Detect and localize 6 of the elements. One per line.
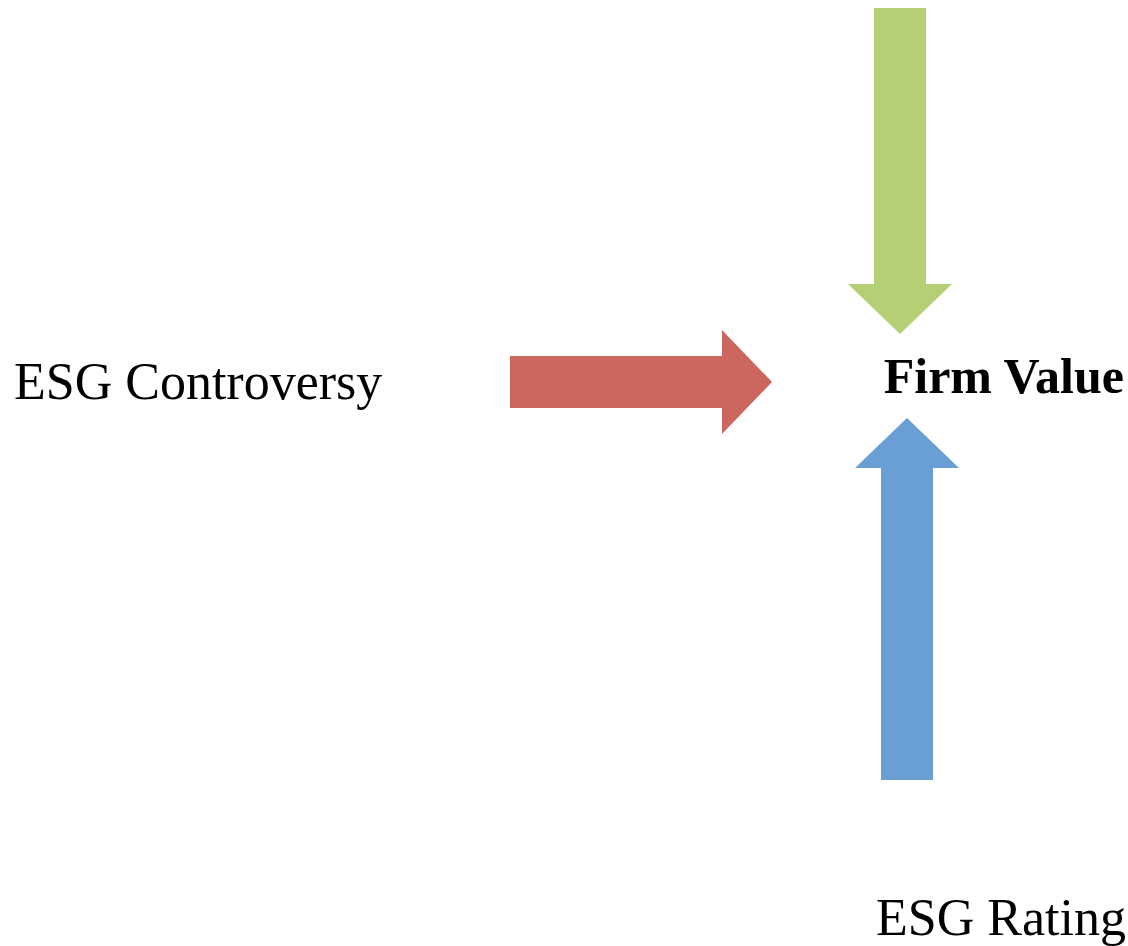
block-arrow xyxy=(855,418,959,780)
node-label: Firm Value xyxy=(883,351,1124,401)
node-label: ESG Controversy xyxy=(14,356,383,408)
block-arrow xyxy=(510,330,772,434)
block-arrow xyxy=(848,8,952,334)
node-label: ESG Rating xyxy=(876,892,1126,944)
